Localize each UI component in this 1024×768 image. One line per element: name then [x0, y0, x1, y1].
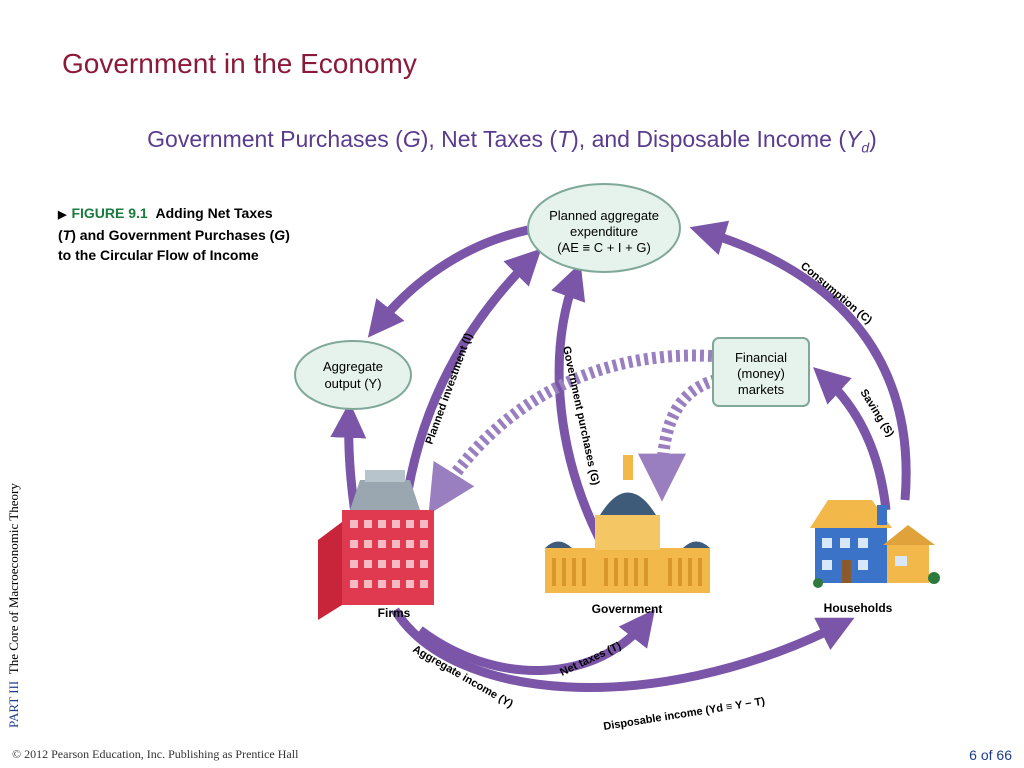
- part-sidebar: PART III The Core of Macroeconomic Theor…: [6, 483, 22, 728]
- figure-caption: ▶ FIGURE 9.1 Adding Net Taxes (T) and Gov…: [58, 203, 358, 265]
- disposable-income-label: Disposable income (Yd ≡ Y − T): [603, 695, 767, 732]
- financial-markets-node: [712, 337, 810, 407]
- caption-text: G: [274, 227, 286, 243]
- investment-label: Planned investment (I): [424, 331, 476, 446]
- net-taxes-label: Net taxes (T): [558, 640, 623, 679]
- slide-subtitle: Government Purchases (G), Net Taxes (T),…: [0, 126, 1024, 156]
- ae-node: [527, 183, 681, 273]
- firms-label: Firms: [378, 606, 411, 620]
- aggregate-income-arrow: [391, 607, 855, 692]
- subtitle-part: Government Purchases (: [147, 126, 403, 152]
- ae-line2: expenditure: [570, 224, 638, 239]
- subtitle-g: G: [402, 126, 421, 152]
- government-capitol-icon: [545, 455, 710, 593]
- aggregate-output-node: [294, 340, 412, 410]
- page-number: 6 of 66: [969, 747, 1012, 763]
- saving-arrow: [813, 367, 891, 511]
- financial-line2: (money): [737, 366, 785, 381]
- output-line1: Aggregate: [323, 359, 383, 374]
- financial-line3: markets: [738, 382, 785, 397]
- net-taxes-arrow: [417, 609, 655, 675]
- caption-text: T: [62, 227, 72, 243]
- consumption-arrow: [689, 220, 911, 501]
- gov-purchases-arrow: [551, 262, 605, 543]
- subtitle-t: T: [557, 126, 572, 152]
- subtitle-y: Y: [846, 126, 862, 152]
- subtitle-d-subscript: d: [861, 139, 870, 156]
- consumption-label: Consumption (C): [798, 260, 874, 327]
- output-line2: output (Y): [324, 376, 381, 391]
- households-label: Households: [824, 601, 893, 615]
- figure-number: FIGURE 9.1: [71, 205, 148, 221]
- government-label: Government: [592, 602, 663, 616]
- investment-arrow: [400, 248, 542, 511]
- caption-text: to the Circular Flow of Income: [58, 247, 259, 263]
- financial-line1: Financial: [735, 350, 787, 365]
- subtitle-part: ), and Disposable Income (: [571, 126, 846, 152]
- households-house-icon: [810, 500, 940, 588]
- slide-title: Government in the Economy: [62, 48, 417, 79]
- subtitle-part: ): [869, 126, 877, 152]
- triangle-bullet-icon: ▶: [58, 209, 67, 221]
- caption-text: ): [285, 227, 290, 243]
- financial-to-firms-arrow: [428, 349, 713, 515]
- caption-text: (: [58, 227, 63, 243]
- firms-building-icon: [318, 470, 434, 620]
- caption-text: ) and Government Purchases (: [71, 227, 275, 243]
- part-number: PART III: [6, 680, 21, 728]
- copyright-footer: © 2012 Pearson Education, Inc. Publishin…: [12, 747, 299, 761]
- ae-line1: Planned aggregate: [549, 208, 659, 223]
- caption-text: Adding Net Taxes: [155, 205, 273, 221]
- ae-line3: (AE ≡ C + I + G): [557, 240, 651, 255]
- ae-to-output-arrow: [367, 225, 529, 338]
- part-title: The Core of Macroeconomic Theory: [6, 483, 21, 675]
- financial-to-gov-arrow: [638, 374, 718, 502]
- subtitle-part: ), Net Taxes (: [420, 126, 558, 152]
